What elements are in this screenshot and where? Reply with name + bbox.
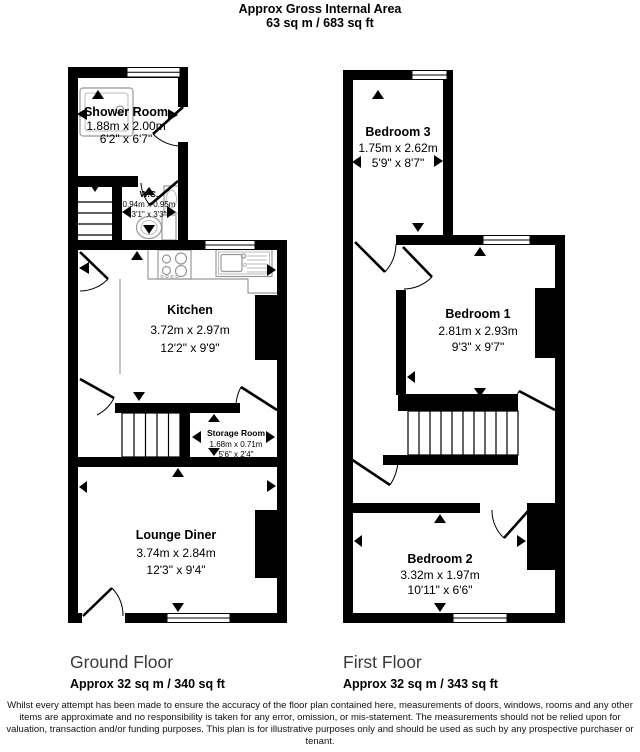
- measure-arrow: [352, 90, 526, 612]
- chimney-breast: [255, 510, 287, 578]
- window: [126, 67, 256, 623]
- disclaimer-text: Whilst every attempt has been made to en…: [6, 700, 634, 747]
- room-dim-imperial: 5'9" x 8'7": [372, 156, 424, 170]
- room-label-lounge: Lounge Diner: [136, 528, 217, 542]
- measure-arrow: [77, 90, 276, 612]
- first-walls: [343, 70, 565, 623]
- room-dim-metric: 2.81m x 2.93m: [438, 324, 517, 338]
- room-label-bedroom1: Bedroom 1: [445, 307, 510, 321]
- room-label-wc: W.C.: [140, 189, 158, 199]
- ground-floor-label: Ground Floor: [70, 652, 174, 672]
- room-dim-imperial: 10'11" x 6'6": [408, 583, 473, 597]
- staircase: [407, 410, 519, 456]
- chimney-breast: [535, 288, 565, 358]
- room-dim-metric: 3.32m x 1.97m: [400, 568, 479, 582]
- kitchen-counter: [119, 250, 277, 374]
- gross-area-title: Approx Gross Internal Area: [238, 2, 402, 16]
- first-floor-label: First Floor: [343, 652, 422, 672]
- room-dim-imperial: 6'2" x 6'7": [100, 132, 152, 146]
- ground-walls: [68, 67, 287, 623]
- window: [411, 70, 531, 623]
- ground-floor-plan: Shower Room 1.88m x 2.00m 6'2" x 6'7" W.…: [68, 67, 287, 623]
- staircase: [121, 412, 181, 458]
- room-dim-imperial: 5'6" x 2'4": [219, 450, 254, 459]
- room-dim-imperial: 12'2" x 9'9": [160, 341, 219, 355]
- kitchen-sink-icon: [215, 248, 273, 278]
- room-label-bedroom3: Bedroom 3: [365, 125, 430, 139]
- ground-floor-area: Approx 32 sq m / 340 sq ft: [70, 677, 225, 691]
- first-floor-area: Approx 32 sq m / 343 sq ft: [343, 677, 498, 691]
- staircase: [78, 201, 112, 236]
- room-dim-metric: 1.88m x 2.00m: [86, 119, 165, 133]
- room-dim-metric: 3.74m x 2.84m: [136, 546, 215, 560]
- room-dim-imperial: 9'3" x 9'7": [452, 340, 504, 354]
- gross-area-value: 63 sq m / 683 sq ft: [266, 16, 374, 30]
- page-header: Approx Gross Internal Area 63 sq m / 683…: [0, 2, 640, 30]
- room-dim-metric: 3.72m x 2.97m: [150, 323, 229, 337]
- room-label-kitchen: Kitchen: [167, 303, 213, 317]
- room-dim-metric: 1.75m x 2.62m: [358, 141, 437, 155]
- room-dim-imperial: 3'1" x 3'3": [132, 210, 167, 219]
- room-dim-imperial: 12'3" x 9'4": [146, 563, 205, 577]
- room-label-shower: Shower Room: [84, 105, 168, 119]
- chimney-breast: [527, 503, 557, 570]
- door: [350, 241, 556, 539]
- room-dim-metric: 1.68m x 0.71m: [210, 440, 263, 449]
- first-floor-plan: Bedroom 3 1.75m x 2.62m 5'9" x 8'7" Bedr…: [343, 70, 565, 623]
- hob-icon: [157, 249, 192, 280]
- room-dim-metric: 0.94m x 0.95m: [123, 200, 176, 209]
- room-label-bedroom2: Bedroom 2: [407, 552, 472, 566]
- chimney-breast: [255, 295, 287, 360]
- room-label-storage: Storage Room: [207, 428, 266, 438]
